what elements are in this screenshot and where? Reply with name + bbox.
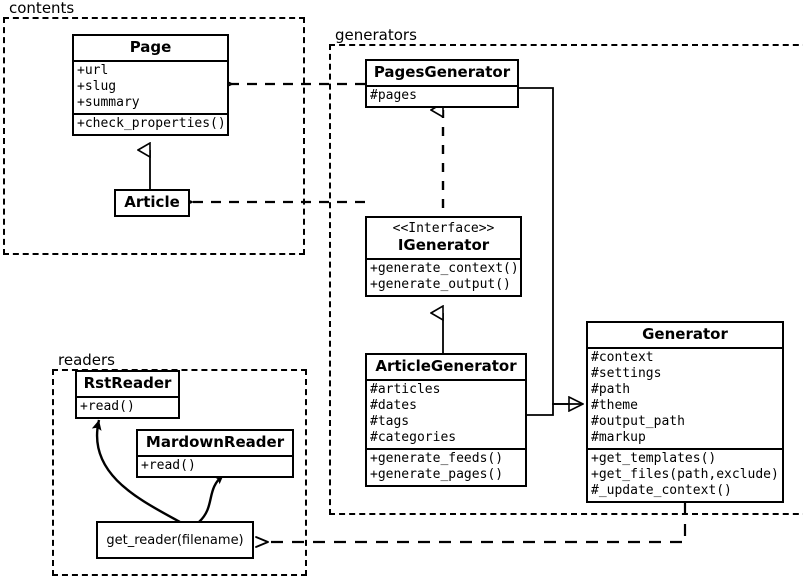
attribute: +url [77, 63, 109, 78]
class-article-generator-attributes: #articles #dates #tags #categories [367, 379, 525, 448]
class-mardown-reader[interactable]: MardownReader +read() [136, 429, 294, 478]
attribute: #settings [591, 366, 662, 381]
method: +generate_feeds() [370, 451, 504, 466]
class-igenerator[interactable]: <<Interface>> IGenerator +generate_conte… [365, 216, 522, 297]
function-get-reader[interactable]: get_reader(filename) [96, 521, 254, 559]
attribute: #markup [591, 430, 646, 445]
class-article-name: Article [124, 193, 180, 211]
class-generator-attributes: #context #settings #path #theme #output_… [588, 347, 782, 448]
method: +read() [80, 399, 135, 414]
package-contents [3, 17, 305, 255]
class-article-generator[interactable]: ArticleGenerator #articles #dates #tags … [365, 353, 527, 487]
attribute: #context [591, 350, 654, 365]
connector-get-reader-returns-rstreader [91, 419, 181, 524]
class-pages-generator-attributes: #pages [367, 85, 517, 106]
method: +get_files(path,exclude) [591, 467, 779, 482]
class-page-name: Page [129, 38, 172, 56]
attribute: #dates [370, 398, 417, 413]
class-article-generator-name: ArticleGenerator [375, 357, 517, 375]
method: +check_properties() [77, 116, 226, 131]
connector-articlegenerator-inherits-generator [527, 403, 583, 416]
package-generators-label: generators [332, 27, 420, 43]
class-mardown-reader-name: MardownReader [145, 433, 285, 451]
attribute: #articles [370, 382, 441, 397]
class-igenerator-methods: +generate_context() +generate_output() [367, 258, 520, 295]
attribute: +summary [77, 95, 140, 110]
function-get-reader-label: get_reader(filename) [106, 532, 244, 548]
package-readers-label: readers [55, 352, 118, 368]
connector-get-reader-returns-mardownreader [198, 473, 225, 523]
method: #_update_context() [591, 483, 732, 498]
class-generator-name: Generator [642, 325, 728, 343]
class-page[interactable]: Page +url +slug +summary +check_properti… [72, 34, 229, 136]
class-rst-reader[interactable]: RstReader +read() [75, 370, 180, 419]
class-article-generator-methods: +generate_feeds() +generate_pages() [367, 448, 525, 485]
attribute: #pages [370, 88, 417, 103]
attribute: #theme [591, 398, 638, 413]
method: +get_templates() [591, 451, 717, 466]
class-generator-methods: +get_templates() +get_files(path,exclude… [588, 448, 782, 501]
package-contents-label: contents [6, 0, 78, 16]
method: +generate_pages() [370, 467, 504, 482]
class-pages-generator-name: PagesGenerator [373, 63, 511, 81]
class-pages-generator[interactable]: PagesGenerator #pages [365, 59, 519, 108]
method: +read() [141, 458, 196, 473]
class-page-methods: +check_properties() [74, 113, 227, 134]
attribute: #categories [370, 430, 457, 445]
method: +generate_context() [370, 261, 519, 276]
class-article[interactable]: Article [114, 189, 190, 217]
attribute: +slug [77, 79, 117, 94]
method: +generate_output() [370, 277, 511, 292]
class-igenerator-stereotype: <<Interface>> [392, 221, 495, 236]
class-rst-reader-methods: +read() [77, 396, 178, 417]
class-generator[interactable]: Generator #context #settings #path #them… [586, 321, 784, 503]
class-page-attributes: +url +slug +summary [74, 60, 227, 113]
connector-generator-uses-get-reader [255, 503, 687, 548]
attribute: #output_path [591, 414, 685, 429]
class-mardown-reader-methods: +read() [138, 455, 292, 476]
class-igenerator-name: IGenerator [397, 236, 490, 254]
attribute: #path [591, 382, 631, 397]
attribute: #tags [370, 414, 410, 429]
class-rst-reader-name: RstReader [83, 374, 172, 392]
package-generators [329, 44, 803, 515]
